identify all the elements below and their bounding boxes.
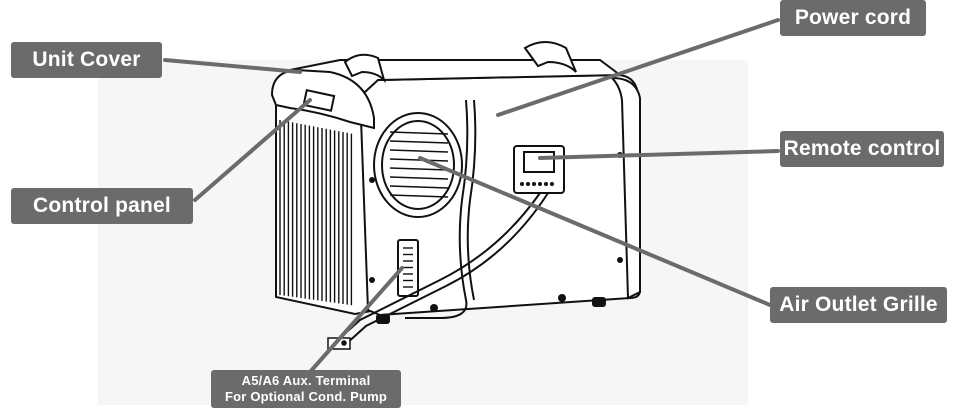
label-aux-terminal: A5/A6 Aux. Terminal For Optional Cond. P… <box>211 370 401 408</box>
louver <box>389 158 449 162</box>
leader-power-cord <box>496 18 780 117</box>
air-outlet-louvers <box>389 131 449 198</box>
label-air-outlet-grille: Air Outlet Grille <box>770 287 947 323</box>
air-outlet-grille <box>373 112 463 218</box>
control-panel-display <box>302 89 336 112</box>
leader-aux-terminal <box>308 266 404 374</box>
label-aux-terminal-line2: For Optional Cond. Pump <box>224 389 388 404</box>
louver <box>389 149 449 153</box>
label-unit-cover: Unit Cover <box>11 42 162 78</box>
remote-button <box>520 182 524 186</box>
louver <box>389 185 449 189</box>
remote-buttons <box>520 182 554 186</box>
feet-and-screws <box>369 152 623 324</box>
label-aux-terminal-line1: A5/A6 Aux. Terminal <box>241 373 371 388</box>
end-cap <box>609 76 641 300</box>
remote-control-device <box>513 145 565 194</box>
remote-button <box>526 182 530 186</box>
louver <box>389 167 449 171</box>
leader-unit-cover <box>163 58 302 74</box>
aux-terminal-pins <box>403 247 413 288</box>
louver <box>389 140 449 144</box>
leader-remote-control <box>538 149 780 160</box>
side-grille <box>279 120 353 306</box>
remote-button <box>538 182 542 186</box>
leader-lines <box>163 18 780 374</box>
label-power-cord: Power cord <box>780 0 926 36</box>
louver <box>389 176 449 180</box>
louver <box>389 194 449 198</box>
leader-air-outlet-grille <box>418 156 772 307</box>
louver <box>389 131 449 135</box>
remote-button <box>550 182 554 186</box>
carry-handles <box>343 41 577 84</box>
label-control-panel: Control panel <box>11 188 193 224</box>
label-remote-control: Remote control <box>780 131 944 167</box>
remote-button <box>532 182 536 186</box>
remote-button <box>544 182 548 186</box>
leader-control-panel <box>193 98 312 202</box>
